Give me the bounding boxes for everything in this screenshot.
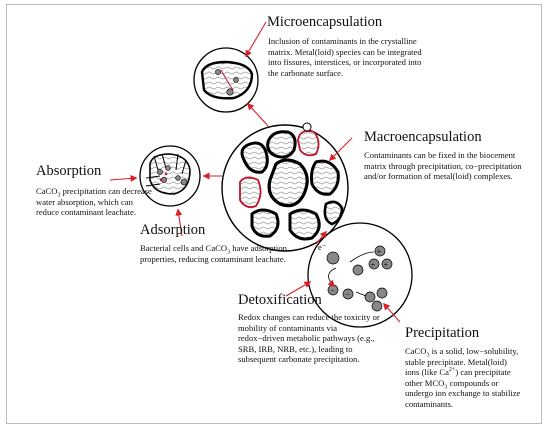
microencapsulation-description: Inclusion of contaminants in the crystal…	[268, 36, 422, 78]
precipitation-description: CaCO3 is a solid, low−solubility, stable…	[405, 346, 521, 409]
arrow-macroencapsulation	[328, 137, 353, 162]
arrow-absorption	[109, 174, 138, 182]
precipitation-circle	[307, 222, 413, 328]
arrow-center-to-precipitation	[315, 230, 327, 245]
arrow-adsorption	[175, 208, 183, 237]
macroencapsulation-description: Contaminants can be fixed in the bioceme…	[364, 150, 522, 182]
plus-symbol-3: +	[384, 259, 389, 269]
adsorption-description: Bacterial cells and CaCO3 have adsorptio…	[140, 243, 287, 264]
electron-symbol: e⁻	[318, 242, 327, 252]
mechanism-arrows	[109, 21, 401, 323]
arrow-center-to-micro	[246, 102, 269, 127]
arrow-microencapsulation	[245, 21, 267, 58]
absorption-title: Absorption	[36, 163, 102, 179]
arrow-detoxification	[285, 281, 312, 297]
minus-symbol-2: −	[345, 289, 350, 299]
adsorption-title: Adsorption	[140, 222, 206, 238]
detoxification-description: Redox changes can reduce the toxicity or…	[238, 312, 380, 365]
microencapsulation-circle	[193, 47, 259, 113]
plus-symbol-1: +	[377, 246, 382, 256]
microencapsulation-title: Microencapsulation	[267, 14, 383, 30]
absorption-circle	[139, 145, 201, 207]
precipitation-title: Precipitation	[405, 325, 480, 341]
biocement-matrix-circle	[221, 122, 349, 252]
figure-frame	[6, 4, 542, 424]
absorption-description: CaCO3 precipitation can decrease water a…	[36, 186, 152, 218]
ion-symbols: e⁻ + + + − −	[318, 242, 389, 299]
detoxification-title: Detoxification	[238, 292, 322, 308]
minus-symbol-1: −	[330, 285, 335, 295]
arrow-precipitation	[383, 302, 401, 323]
plus-symbol-2: +	[371, 259, 376, 269]
macroencapsulation-title: Macroencapsulation	[364, 129, 482, 145]
